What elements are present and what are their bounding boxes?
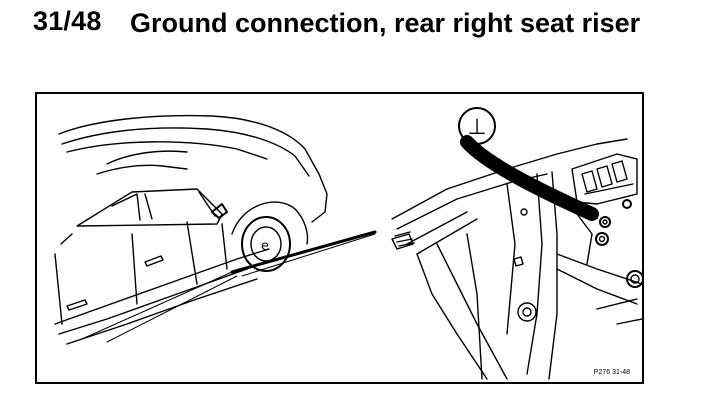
- car-illustration: e: [54, 114, 377, 345]
- section-title: Ground connection, rear right seat riser: [130, 8, 641, 38]
- section-number: 31/48: [33, 6, 102, 36]
- svg-text:e: e: [261, 239, 269, 254]
- drawing-code: P276 31-48: [593, 369, 630, 376]
- illustration: e: [54, 107, 642, 380]
- illustration-frame: e: [35, 92, 644, 384]
- ground-symbol-label: ⊥: [467, 115, 486, 140]
- seat-riser-detail: [391, 107, 642, 380]
